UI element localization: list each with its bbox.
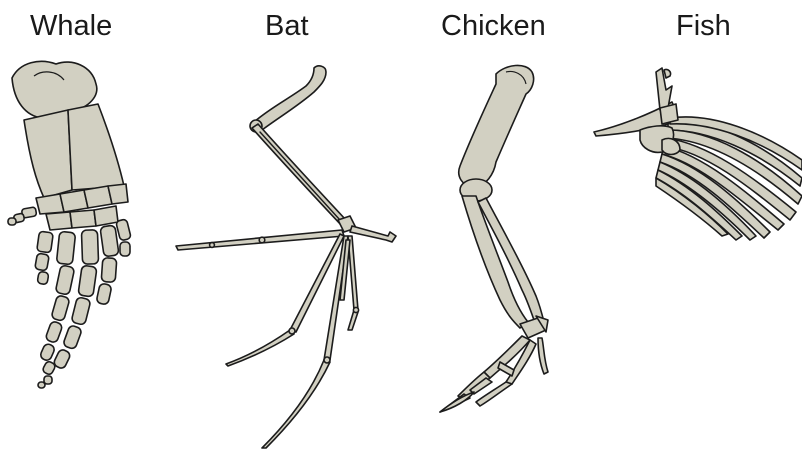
fish-fin-rays [656,117,802,240]
chicken-humerus [459,65,534,188]
chicken-wing [440,65,548,412]
bat-wing [176,66,396,448]
fish-fin [594,68,802,240]
whale-flipper [8,61,131,388]
whale-radius [24,110,72,198]
bat-humerus [254,66,326,130]
whale-ulna [68,104,124,190]
whale-carpal [36,194,64,214]
